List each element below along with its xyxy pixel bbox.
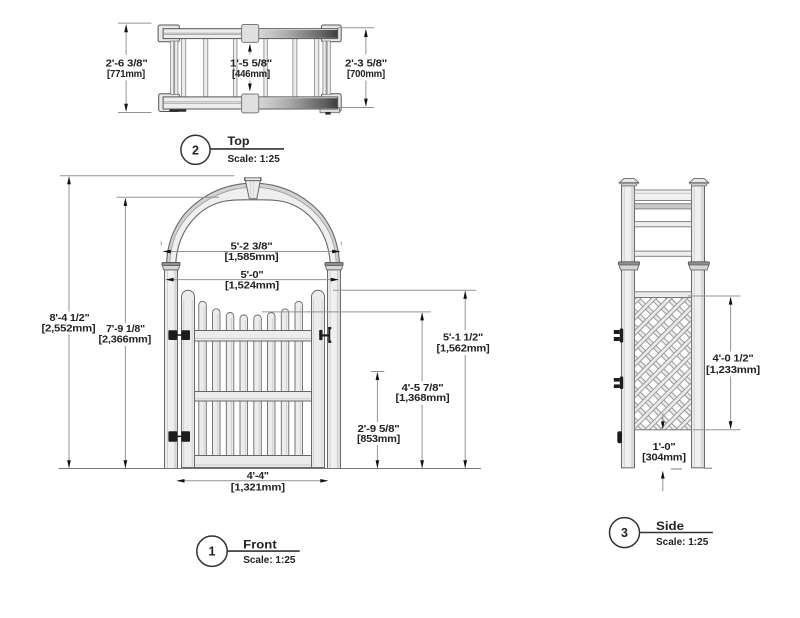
svg-text:[1,321mm]: [1,321mm]: [231, 481, 285, 493]
svg-text:5'-0": 5'-0": [241, 269, 264, 281]
svg-text:[1,585mm]: [1,585mm]: [225, 251, 279, 263]
svg-text:4'-0 1/2": 4'-0 1/2": [713, 352, 754, 364]
svg-text:[1,562mm]: [1,562mm]: [437, 342, 490, 354]
svg-text:3: 3: [621, 526, 628, 540]
svg-text:1: 1: [209, 545, 216, 559]
svg-text:Scale: 1:25: Scale: 1:25: [228, 154, 281, 165]
svg-text:4'-5 7/8": 4'-5 7/8": [402, 382, 444, 394]
svg-text:[1,524mm]: [1,524mm]: [225, 279, 279, 291]
svg-text:2'-6 3/8": 2'-6 3/8": [106, 57, 148, 69]
svg-text:Scale: 1:25: Scale: 1:25: [656, 537, 709, 548]
svg-text:7'-9 1/8": 7'-9 1/8": [106, 323, 145, 335]
svg-text:Side: Side: [656, 519, 684, 533]
svg-text:2: 2: [192, 143, 199, 157]
svg-text:Top: Top: [228, 134, 250, 148]
svg-text:5'-1 1/2": 5'-1 1/2": [443, 331, 483, 343]
svg-text:1'-0": 1'-0": [653, 441, 676, 453]
svg-text:[2,366mm]: [2,366mm]: [99, 333, 152, 345]
svg-text:[1,233mm]: [1,233mm]: [706, 364, 760, 376]
svg-text:Scale: 1:25: Scale: 1:25: [243, 555, 296, 566]
svg-text:[2,552mm]: [2,552mm]: [42, 322, 96, 334]
svg-text:[853mm]: [853mm]: [357, 433, 400, 445]
svg-text:2'-9 5/8": 2'-9 5/8": [358, 423, 400, 435]
svg-text:8'-4 1/2": 8'-4 1/2": [50, 312, 90, 324]
svg-text:[304mm]: [304mm]: [642, 452, 686, 464]
svg-text:[1,368mm]: [1,368mm]: [396, 392, 450, 404]
svg-text:2'-3 5/8": 2'-3 5/8": [345, 57, 387, 69]
svg-text:[446mm]: [446mm]: [232, 68, 270, 80]
svg-text:5'-2 3/8": 5'-2 3/8": [231, 240, 273, 252]
svg-text:4'-4": 4'-4": [247, 470, 269, 482]
svg-text:[700mm]: [700mm]: [347, 68, 385, 80]
svg-text:[771mm]: [771mm]: [107, 68, 145, 80]
svg-text:1'-5 5/8": 1'-5 5/8": [230, 57, 272, 69]
svg-text:Front: Front: [243, 537, 277, 551]
